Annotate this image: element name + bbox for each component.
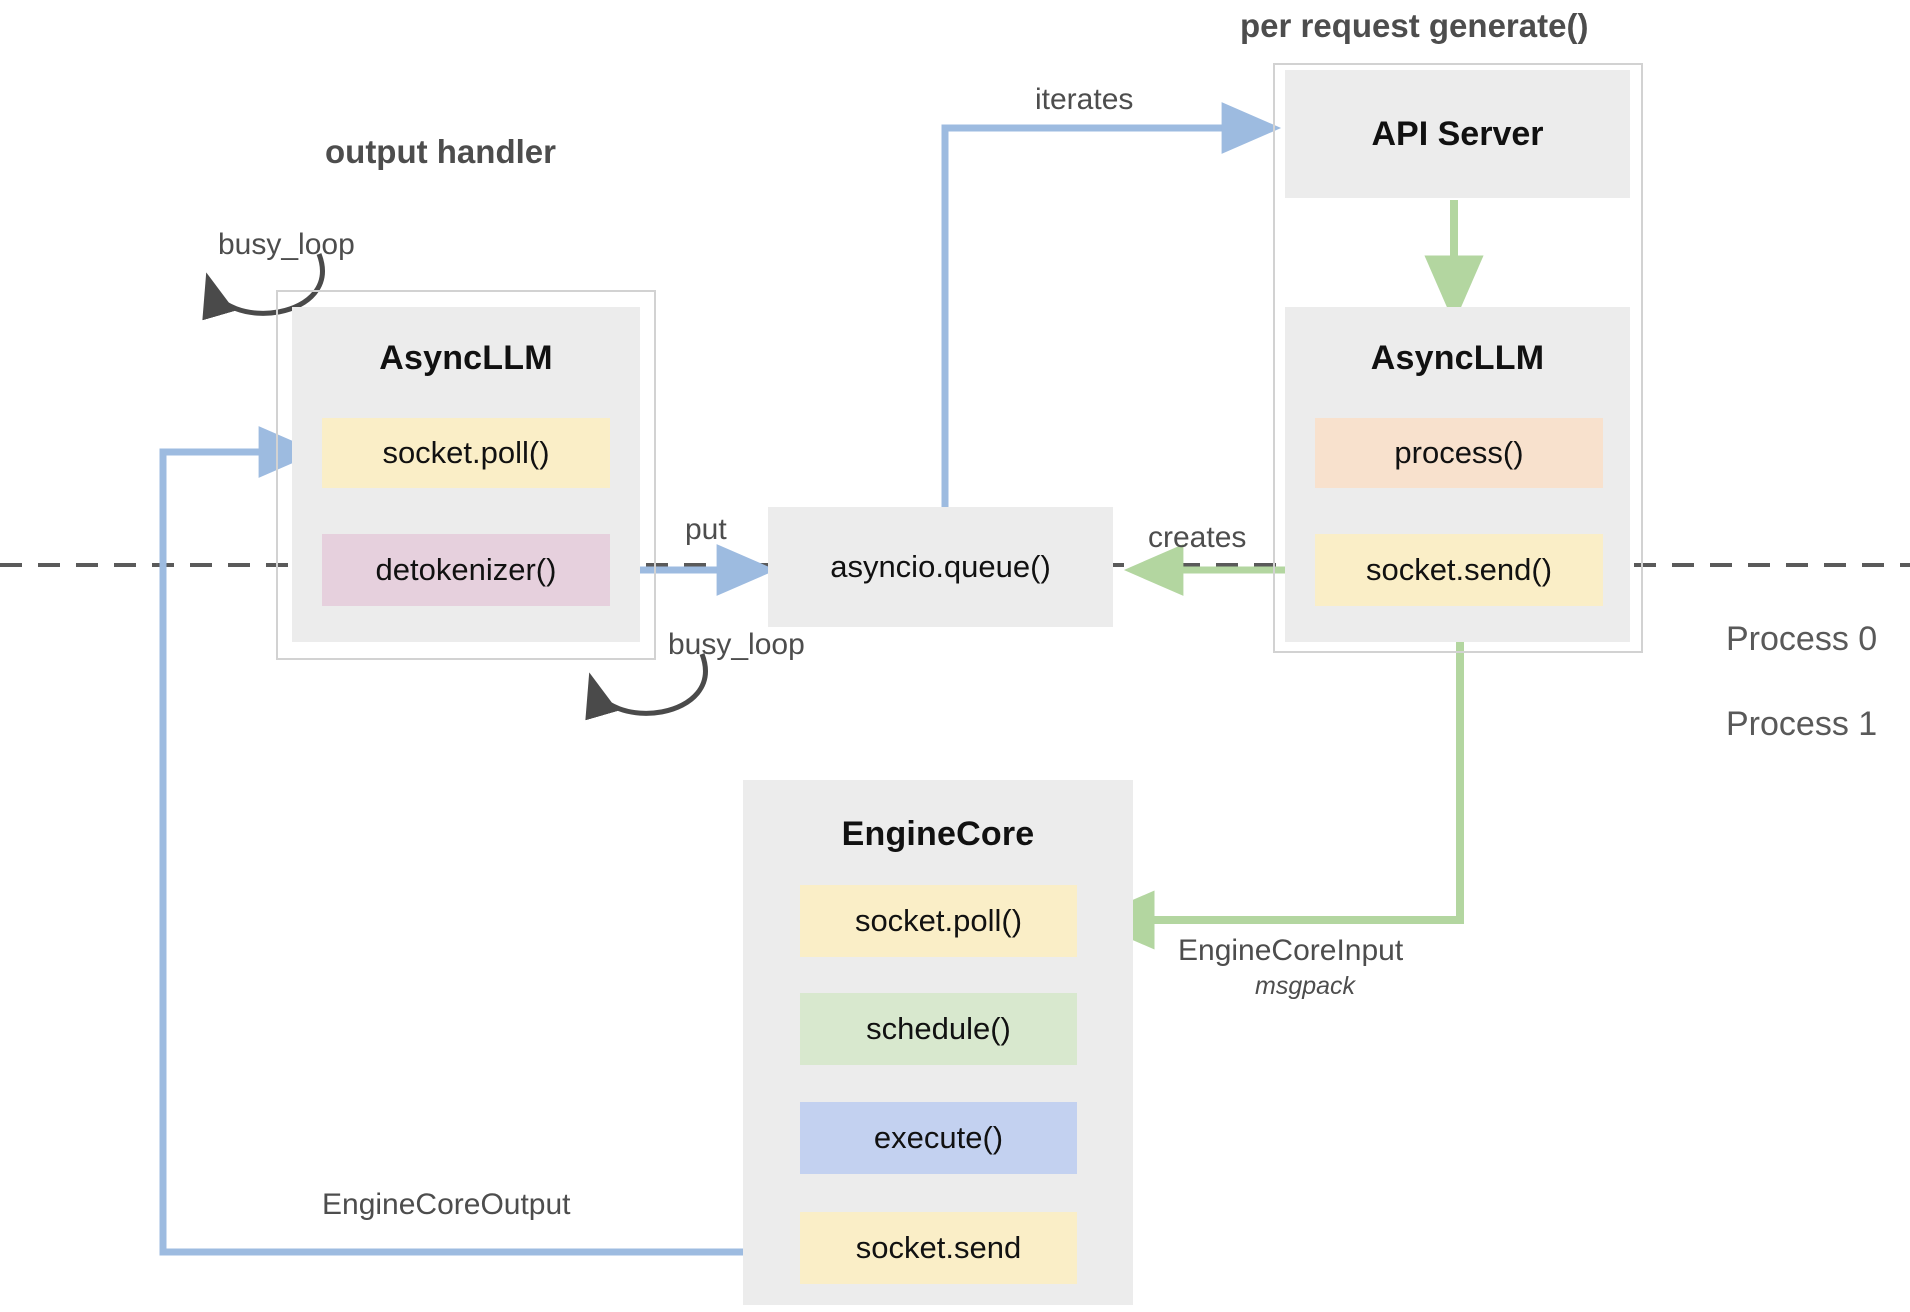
process-0-label: Process 0 [1726,620,1878,658]
engine-core-socket-poll-label: socket.poll() [854,903,1023,938]
output-handler-heading: output handler [325,133,556,170]
api-panel-process-box[interactable]: process() [1315,418,1603,488]
output-handler-frame [276,290,656,660]
busy-loop-label-engine-core: busy_loop [668,628,805,661]
busy-loop-arrow-engine-core [585,653,708,721]
asyncio-queue-box[interactable]: asyncio.queue() [768,507,1113,627]
output-handler-detokenizer-box[interactable]: detokenizer() [322,534,610,606]
api-panel-process-label: process() [1394,435,1524,470]
asyncio-queue-label: asyncio.queue() [830,549,1051,584]
api-panel-socket-send-box[interactable]: socket.send() [1315,534,1603,606]
per-request-generate-frame [1273,63,1643,653]
engine-core-socket-send-box[interactable]: socket.send [800,1212,1077,1284]
engine-core-schedule-box[interactable]: schedule() [800,993,1077,1065]
iterates-arrow [941,102,1282,510]
engine-core-output-label: EngineCoreOutput [322,1188,571,1221]
process-1-label: Process 1 [1726,705,1878,743]
output-handler-socket-poll-box[interactable]: socket.poll() [322,418,610,488]
api-panel-socket-send-label: socket.send() [1365,552,1553,587]
output-handler-detokenizer-label: detokenizer() [375,552,557,587]
engine-core-input-label: EngineCoreInput [1178,934,1404,967]
busy-loop-label-output-handler: busy_loop [218,228,355,261]
engine-core-socket-poll-box[interactable]: socket.poll() [800,885,1077,957]
engine-core-schedule-label: schedule() [866,1011,1011,1046]
api-server-box[interactable]: API Server [1285,70,1630,198]
engine-core-title: EngineCore [841,815,1035,853]
output-handler-socket-poll-label: socket.poll() [382,435,550,470]
per-request-generate-heading: per request generate() [1240,7,1589,44]
iterates-label: iterates [1035,83,1134,116]
output-handler-asyncllm-title: AsyncLLM [379,339,553,377]
engine-core-socket-send-label: socket.send [855,1230,1022,1265]
engine-core-input-sublabel: msgpack [1255,972,1356,1000]
engine-core-execute-box[interactable]: execute() [800,1102,1077,1174]
creates-label: creates [1148,521,1247,554]
engine-core-execute-label: execute() [873,1120,1004,1155]
put-label: put [685,513,727,546]
api-server-label: API Server [1371,114,1544,153]
api-panel-asyncllm-title: AsyncLLM [1370,339,1545,377]
